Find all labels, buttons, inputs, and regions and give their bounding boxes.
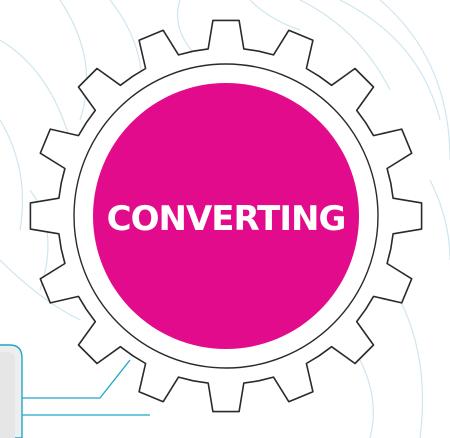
circuit-line bbox=[0, 119, 24, 231]
status-label: CONVERTING bbox=[107, 199, 346, 239]
circuit-line bbox=[339, 0, 441, 121]
circuit-line bbox=[429, 179, 450, 261]
circuit-line bbox=[59, 0, 88, 121]
circuit-line bbox=[379, 0, 450, 161]
circuit-line bbox=[0, 259, 81, 321]
circuit-line bbox=[399, 299, 424, 438]
circuit-line bbox=[299, 0, 391, 91]
circuit-line bbox=[0, 39, 71, 141]
circuit-line bbox=[359, 359, 374, 438]
circuit-line bbox=[249, 0, 301, 31]
side-panel-fragment bbox=[0, 344, 23, 438]
circuit-trace bbox=[22, 359, 131, 399]
status-badge bbox=[93, 83, 359, 349]
